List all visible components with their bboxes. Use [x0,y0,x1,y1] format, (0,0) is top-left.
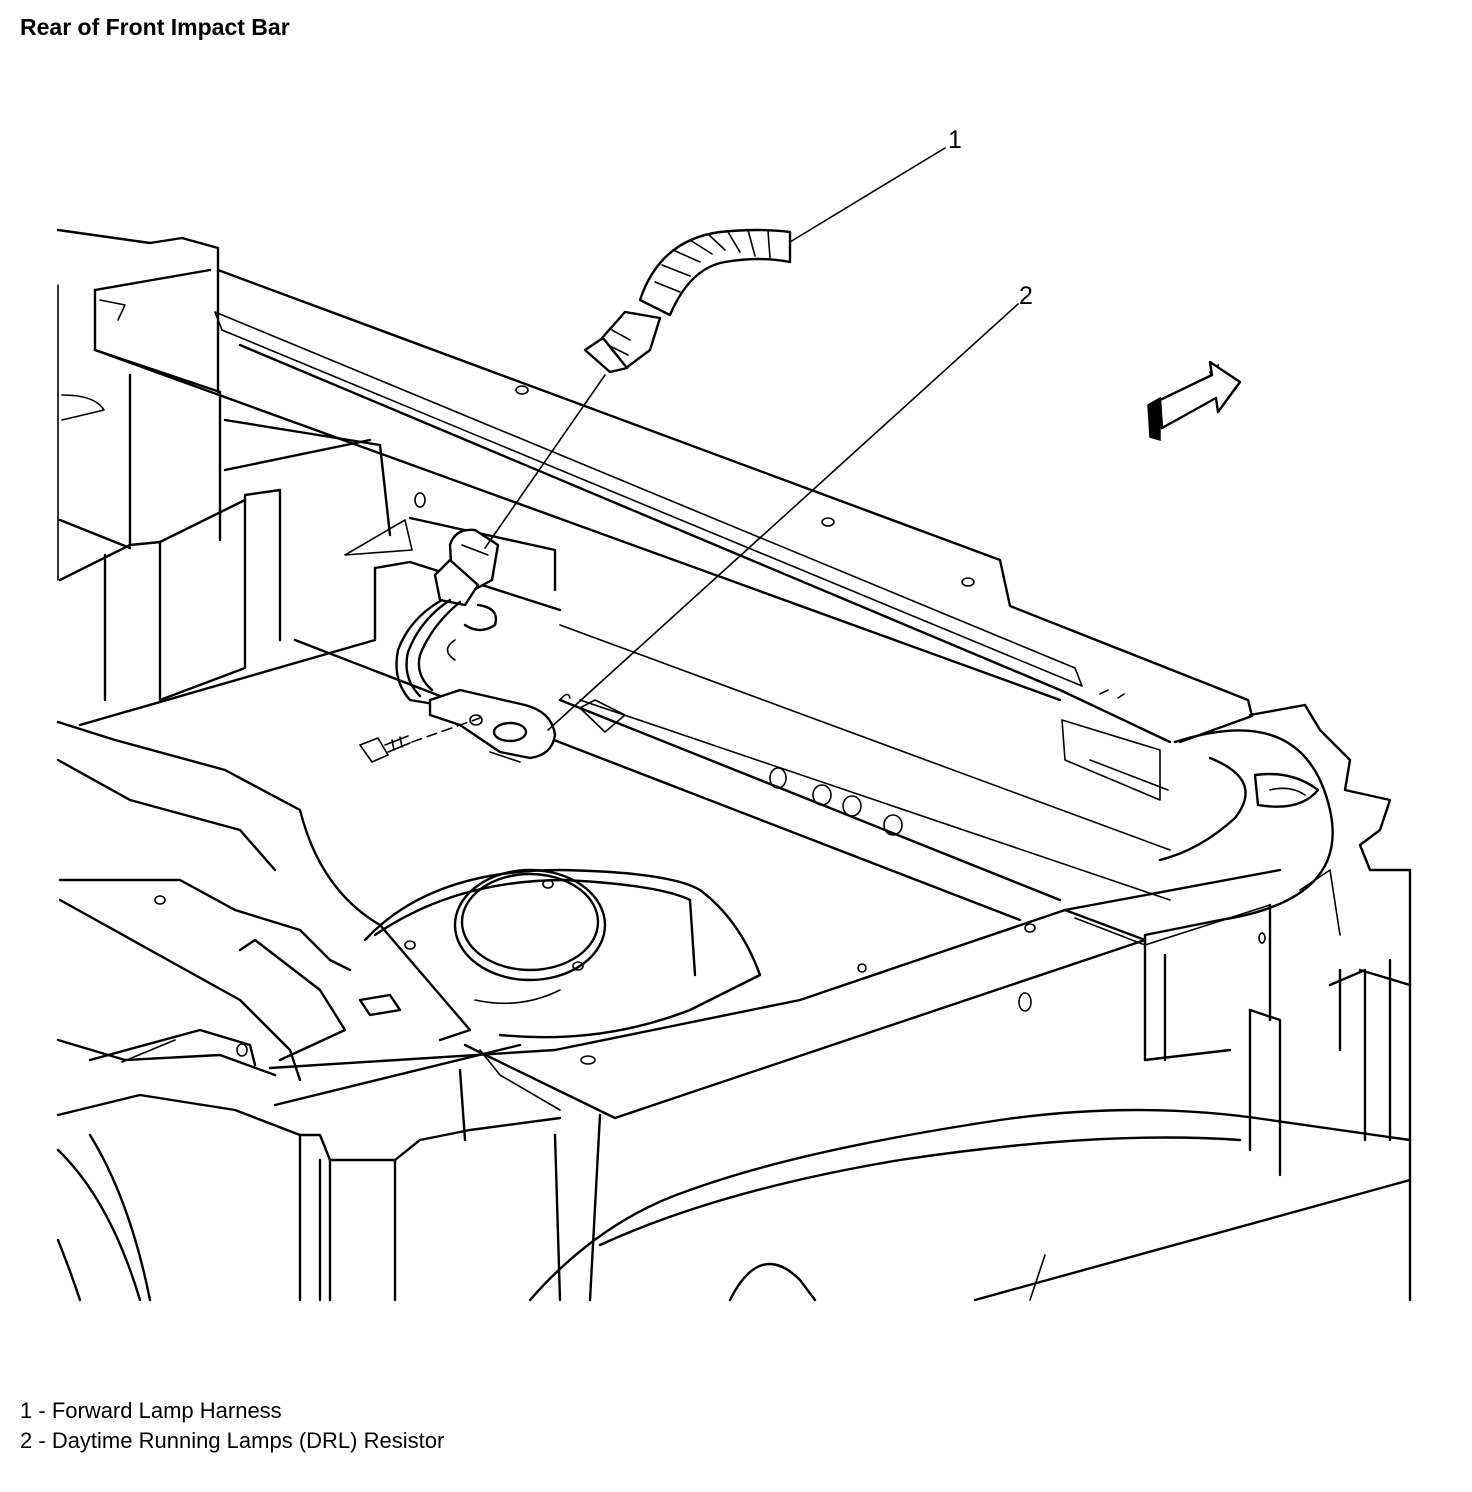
legend-label: Forward Lamp Harness [51,1398,282,1423]
legend-number: 1 [20,1398,33,1423]
callout-number-2: 2 [1019,282,1033,310]
lower-components [56,1049,1412,1302]
right-frame [1143,703,1412,1302]
upper-cross-beam [56,228,1254,801]
center-pad [363,868,762,1039]
impact-bar [268,868,1282,1120]
legend-item-drl-resistor: 2 - Daytime Running Lamps (DRL) Resistor [20,1426,444,1456]
legend-number: 2 [20,1428,33,1453]
forward-direction-arrow-icon [1147,360,1242,442]
diagram-title: Rear of Front Impact Bar [20,14,290,40]
left-inner-structure [58,373,426,702]
legend: 1 - Forward Lamp Harness 2 - Daytime Run… [20,1396,444,1456]
legend-item-forward-lamp-harness: 1 - Forward Lamp Harness [20,1396,444,1426]
forward-lamp-harness [395,228,792,707]
left-frame-rail [56,720,472,1082]
callout-number-1: 1 [948,126,962,154]
callout-1: 1 [484,126,962,549]
legend-label: Daytime Running Lamps (DRL) Resistor [51,1428,445,1453]
drl-resistor [359,639,571,763]
callout-2: 2 [547,282,1033,731]
legend-separator: - [32,1398,52,1423]
center-tray [78,516,1171,922]
legend-separator: - [32,1428,52,1453]
